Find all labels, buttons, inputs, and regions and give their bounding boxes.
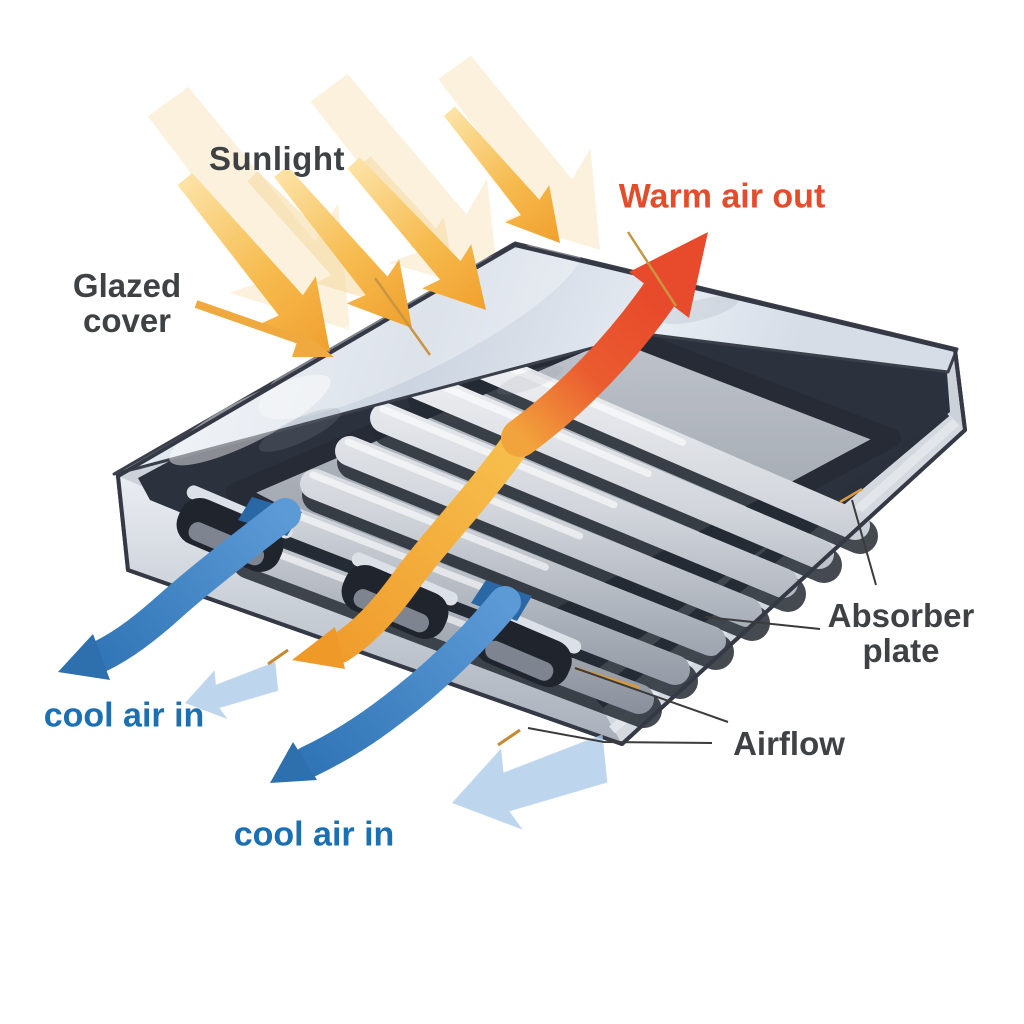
air-tick-1 xyxy=(267,648,289,666)
air-tick-2 xyxy=(497,728,521,747)
absorber-plate-label-line1: Absorber xyxy=(827,597,975,634)
duct-air-arrow xyxy=(292,423,535,669)
absorber-plate-label: Absorber plate xyxy=(828,598,975,668)
airflow-label: Airflow xyxy=(733,725,845,762)
glazed-cover-pointer-arrow xyxy=(194,300,334,357)
warm-air-out-arrow xyxy=(501,232,708,457)
cool-air-in-left-label: cool air in xyxy=(43,696,205,735)
leader-lines xyxy=(194,231,877,744)
cool-air-arrow-left xyxy=(58,497,302,680)
cool-air-arrow-bottom xyxy=(270,580,532,783)
glazed-cover-label-line1: Glazed xyxy=(72,267,182,304)
warm-air-out-label: Warm air out xyxy=(618,177,826,216)
sunlight-label: Sunlight xyxy=(209,140,345,177)
glazed-cover-label: Glazed cover xyxy=(73,268,181,338)
absorber-plate-label-line2: plate xyxy=(862,632,940,669)
cool-air-in-bottom-label: cool air in xyxy=(233,815,395,854)
glazed-cover-label-line2: cover xyxy=(82,302,172,339)
